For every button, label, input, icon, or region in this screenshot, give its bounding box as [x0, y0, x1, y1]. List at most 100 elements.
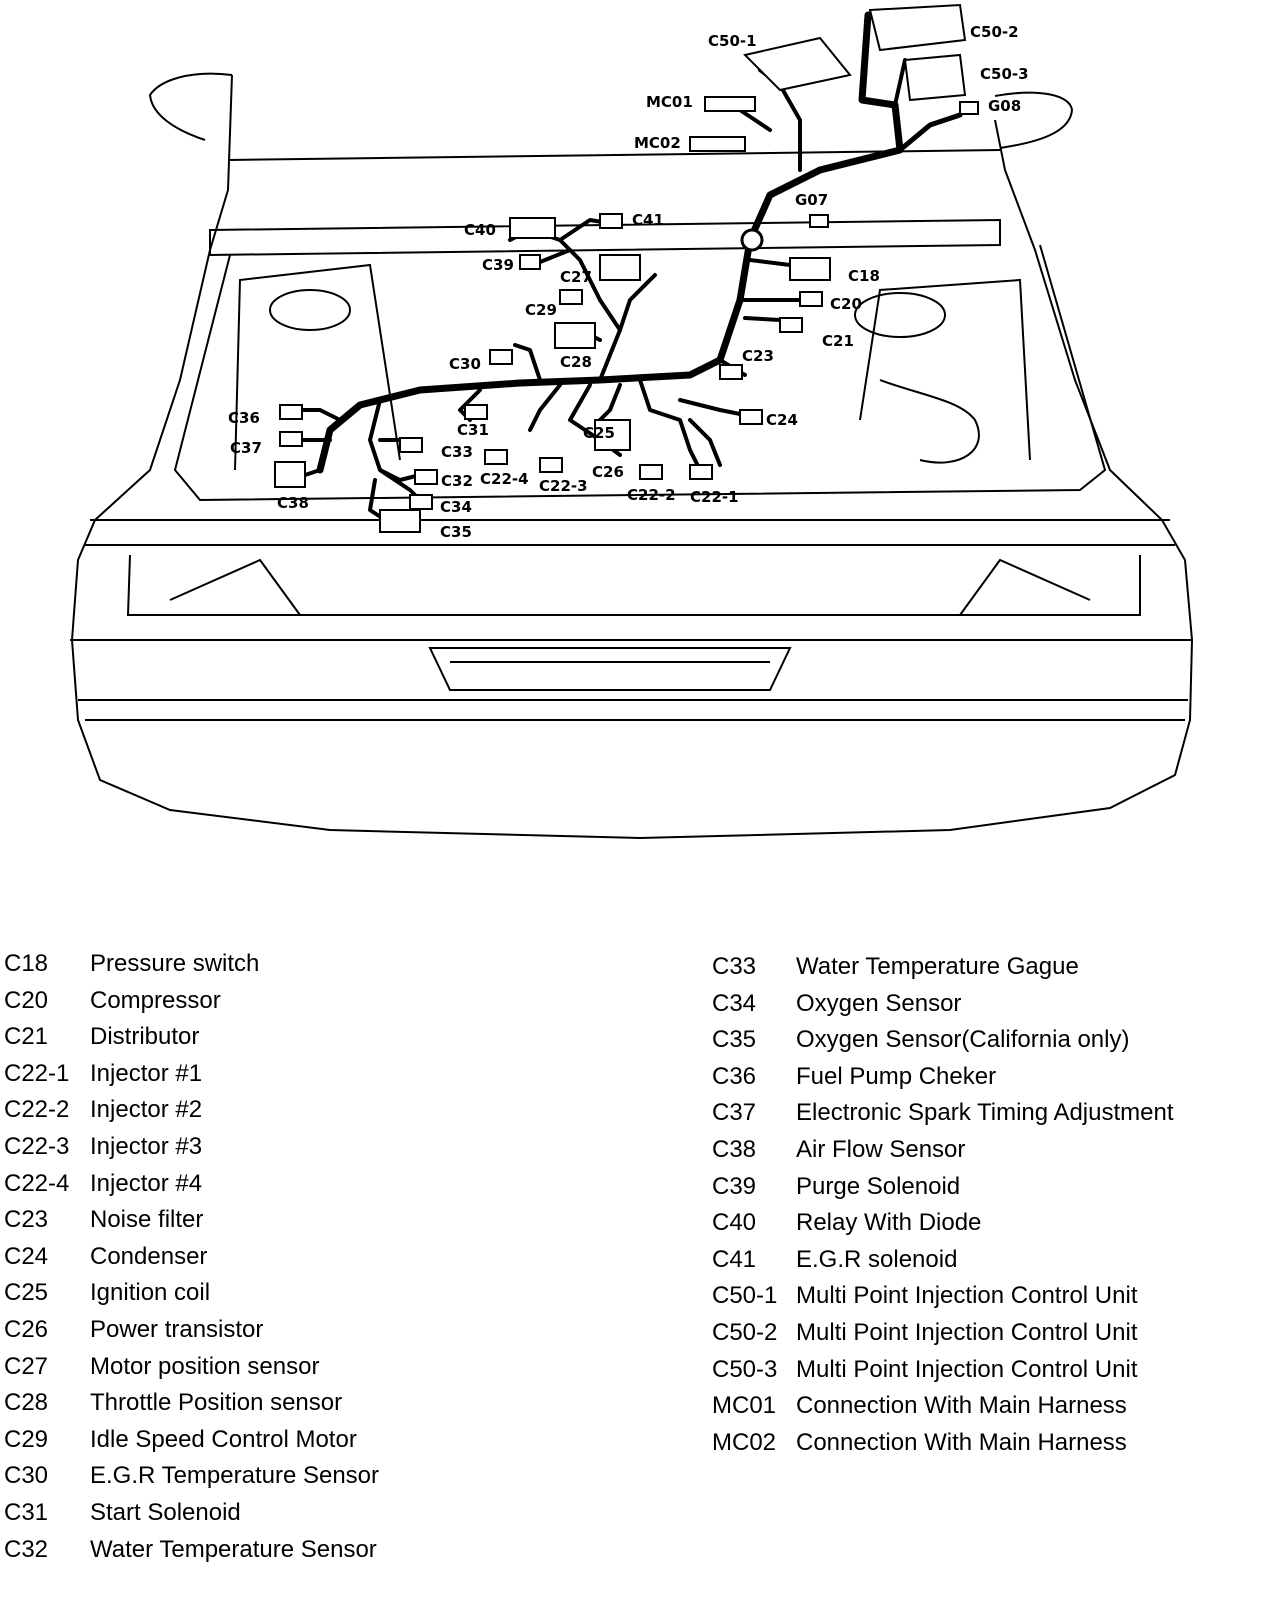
legend-code: C38	[712, 1136, 757, 1163]
label-c22-1: C22-1	[690, 488, 739, 506]
legend-description: Relay With Diode	[796, 1209, 982, 1237]
legend-code: C31	[4, 1499, 49, 1526]
legend-code: C33	[712, 953, 757, 980]
legend-description: Condenser	[90, 1242, 208, 1270]
label-c50-1: C50-1	[708, 32, 757, 50]
legend-code: C50-2	[712, 1319, 778, 1346]
ecu-connector-c50-1	[743, 36, 852, 92]
legend-description: Idle Speed Control Motor	[90, 1425, 357, 1453]
legend-code: C36	[712, 1062, 757, 1090]
legend-code: C34	[712, 989, 757, 1017]
engine-harness-diagram: C50-1 C50-2 C50-3 G08 MC01 MC02 G07 C41 …	[70, 3, 1194, 840]
legend-description: Purge Solenoid	[796, 1172, 961, 1200]
legend-code: C29	[4, 1425, 49, 1453]
legend-description: Multi Point Injection Control Unit	[796, 1282, 1138, 1310]
legend-description: Power transistor	[90, 1316, 264, 1343]
legend-code: C37	[712, 1099, 757, 1127]
connector-c27	[599, 254, 641, 281]
legend-code: C21	[4, 1023, 49, 1051]
label-c22-4: C22-4	[480, 470, 529, 488]
label-c34: C34	[440, 498, 472, 516]
legend-code: C50-1	[712, 1282, 778, 1310]
legend-description: Distributor	[90, 1023, 200, 1051]
legend-code: C26	[4, 1316, 49, 1343]
label-c20: C20	[830, 295, 862, 313]
legend-code: C22-2	[4, 1096, 70, 1124]
label-c31: C31	[457, 421, 489, 439]
small-connectors	[279, 101, 979, 510]
label-c33: C33	[441, 443, 473, 461]
legend-code: C32	[4, 1535, 49, 1563]
label-mc02: MC02	[634, 134, 681, 152]
legend-description: Water Temperature Sensor	[90, 1535, 377, 1563]
legend-description: Motor position sensor	[90, 1352, 320, 1380]
legend-code: C50-3	[712, 1355, 778, 1383]
label-c30: C30	[449, 355, 481, 373]
legend-code: C18	[4, 950, 49, 977]
legend-description: Multi Point Injection Control Unit	[796, 1319, 1138, 1346]
label-g08: G08	[988, 97, 1021, 115]
connector-c18	[789, 257, 831, 281]
legend-code: C25	[4, 1279, 49, 1307]
connector-c38	[274, 461, 306, 488]
label-c32: C32	[441, 472, 473, 490]
legend-code: MC01	[712, 1392, 777, 1420]
legend-code: MC02	[712, 1428, 777, 1456]
legend-description: E.G.R solenoid	[796, 1245, 958, 1273]
legend-description: Electronic Spark Timing Adjustment	[796, 1099, 1174, 1127]
label-c22-2: C22-2	[627, 486, 676, 504]
legend-description: Injector #1	[90, 1059, 203, 1087]
legend-description: Pressure switch	[90, 950, 260, 977]
legend-code: C24	[4, 1242, 49, 1270]
legend-code: C39	[712, 1172, 757, 1200]
label-c27: C27	[560, 268, 592, 286]
legend-description: Injector #3	[90, 1133, 203, 1160]
label-c29: C29	[525, 301, 557, 319]
legend-description: Water Temperature Gague	[796, 953, 1079, 980]
connector-blocks	[274, 3, 967, 533]
legend-description: E.G.R Temperature Sensor	[90, 1462, 380, 1490]
harness-grommet	[740, 228, 764, 252]
legend-description: Injector #2	[90, 1096, 203, 1124]
legend-description: Connection With Main Harness	[796, 1392, 1127, 1420]
legend-description: Oxygen Sensor	[796, 989, 962, 1017]
legend-code: C27	[4, 1352, 49, 1380]
label-c36: C36	[228, 409, 260, 427]
connector-labels: C50-1 C50-2 C50-3 G08 MC01 MC02 G07 C41 …	[228, 23, 1029, 541]
legend-code: C22-1	[4, 1059, 70, 1087]
legend-description: Injector #4	[90, 1169, 203, 1197]
legend-code: C20	[4, 986, 49, 1014]
connector-c35	[379, 509, 421, 533]
legend-description: Noise filter	[90, 1206, 204, 1234]
label-c39: C39	[482, 256, 514, 274]
label-c28: C28	[560, 353, 592, 371]
connector-mc01	[704, 96, 756, 112]
legend-description: Throttle Position sensor	[90, 1389, 343, 1417]
label-c37: C37	[230, 439, 262, 457]
legend-description: Ignition coil	[90, 1279, 211, 1307]
connector-c40	[509, 217, 556, 239]
ecu-connector-c50-2	[868, 3, 967, 52]
ecu-connector-c50-3	[903, 53, 967, 102]
legend-code: C35	[712, 1026, 757, 1054]
label-c50-3: C50-3	[980, 65, 1029, 83]
label-c26: C26	[592, 463, 624, 481]
legend-code: C22-3	[4, 1133, 70, 1160]
legend-code: C22-4	[4, 1169, 70, 1197]
label-c23: C23	[742, 347, 774, 365]
legend-code: C41	[712, 1245, 757, 1273]
label-c21: C21	[822, 332, 854, 350]
legend-code: C30	[4, 1462, 49, 1490]
label-c41: C41	[632, 211, 664, 229]
legend-description: Fuel Pump Cheker	[796, 1062, 997, 1090]
label-c38: C38	[277, 494, 309, 512]
car-body-outline	[70, 72, 1194, 840]
connector-mc02	[689, 136, 746, 152]
connector-c25	[594, 419, 631, 451]
label-c35: C35	[440, 523, 472, 541]
label-c40: C40	[464, 221, 496, 239]
legend-code: C40	[712, 1209, 757, 1237]
label-c25: C25	[583, 424, 615, 442]
